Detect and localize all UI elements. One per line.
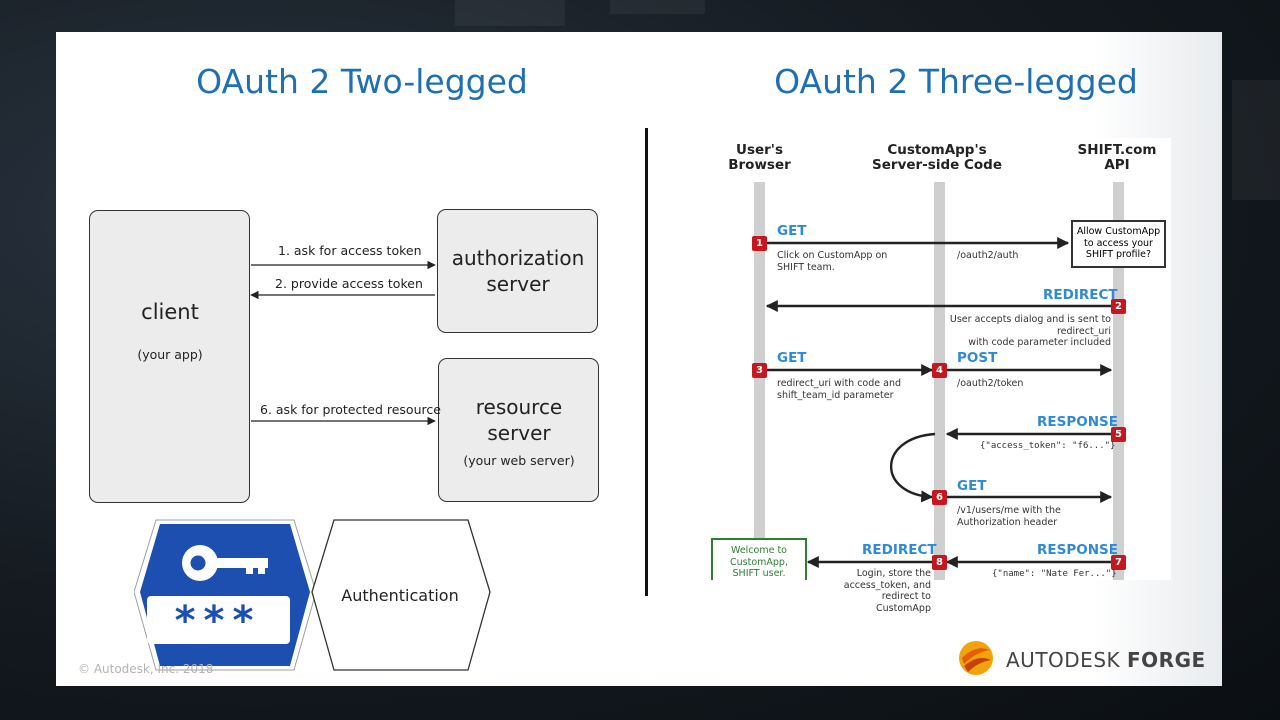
step3-verb: GET xyxy=(777,350,807,366)
step1-verb: GET xyxy=(777,223,807,239)
authorization-server-label-line1: authorization xyxy=(451,246,585,270)
three-legged-title: OAuth 2 Three-legged xyxy=(774,62,1138,101)
arrow-label-provide-token: 2. provide access token xyxy=(275,276,423,291)
password-mask-icon: *** xyxy=(175,598,262,644)
step2-verb: REDIRECT xyxy=(1043,287,1118,303)
authorization-server-box xyxy=(437,209,598,333)
step8-verb: REDIRECT xyxy=(862,542,937,558)
step-badge-5: 5 xyxy=(1111,427,1126,442)
brand-wordmark: AUTODESK FORGE xyxy=(1006,648,1206,672)
resource-server-sub-label: (your web server) xyxy=(463,453,575,468)
step4-verb: POST xyxy=(957,350,998,366)
key-icon xyxy=(182,545,268,581)
step5-body: {"access_token": "f6..."} xyxy=(980,441,1116,451)
allow-dialog-text: Allow CustomApp to access your SHIFT pro… xyxy=(1074,226,1163,261)
client-box xyxy=(89,210,250,503)
authorization-server-label-line2: server xyxy=(486,272,550,296)
copyright: © Autodesk, Inc. 2018 xyxy=(78,662,214,676)
three-legged-sequence-diagram: User's Browser CustomApp's Server-side C… xyxy=(707,138,1171,614)
step-badge-4: 4 xyxy=(932,363,947,378)
lifeline-server xyxy=(934,182,945,580)
background-shard xyxy=(455,0,565,26)
client-label: client xyxy=(141,300,199,324)
step1-note: Click on CustomApp on SHIFT team. xyxy=(777,250,888,273)
background-shard xyxy=(610,0,705,14)
password-field-icon xyxy=(147,596,290,644)
step7-verb: RESPONSE xyxy=(1037,542,1118,558)
resource-server-box xyxy=(438,358,599,502)
lifeline-api xyxy=(1113,182,1124,580)
step-badge-6: 6 xyxy=(932,490,947,505)
step8-note: Login, store the access_token, and redir… xyxy=(843,568,931,614)
background-shard xyxy=(1232,80,1280,200)
key-hexagon-fill xyxy=(140,524,310,666)
loop-arrow xyxy=(889,432,936,503)
brand-prefix: AUTODESK xyxy=(1006,648,1121,672)
step3-note: redirect_uri with code and shift_team_id… xyxy=(777,378,902,401)
section-divider xyxy=(645,128,648,596)
step-badge-7: 7 xyxy=(1111,555,1126,570)
authentication-label: Authentication xyxy=(341,586,459,605)
step2-note: User accepts dialog and is sent to redir… xyxy=(949,314,1111,348)
arrow-label-ask-token: 1. ask for access token xyxy=(278,243,422,258)
resource-server-label-line2: server xyxy=(487,421,551,445)
step-badge-1: 1 xyxy=(752,236,767,251)
hexagon-group: *** xyxy=(134,519,491,671)
arrow-label-protected-resource: 6. ask for protected resource xyxy=(260,402,441,417)
autodesk-forge-logo-icon xyxy=(959,641,993,675)
brand-suffix: FORGE xyxy=(1127,648,1206,672)
step-badge-3: 3 xyxy=(752,363,767,378)
client-sub-label: (your app) xyxy=(137,347,203,362)
two-legged-title: OAuth 2 Two-legged xyxy=(196,62,528,101)
lane-header-browser: User's Browser xyxy=(728,142,791,173)
lane-header-api: SHIFT.com API xyxy=(1077,142,1157,173)
step6-note: /v1/users/me with the Authorization head… xyxy=(957,505,1061,528)
step5-verb: RESPONSE xyxy=(1037,414,1118,430)
step1-path: /oauth2/auth xyxy=(957,250,1019,261)
lifeline-browser xyxy=(754,182,765,580)
step4-path: /oauth2/token xyxy=(957,378,1024,389)
slide: OAuth 2 Two-legged OAuth 2 Three-legged … xyxy=(56,32,1222,686)
two-legged-arrows xyxy=(250,260,436,426)
step7-body: {"name": "Nate Fer..."} xyxy=(992,569,1117,579)
lane-header-server: CustomApp's Server-side Code xyxy=(872,142,1002,173)
step-badge-2: 2 xyxy=(1111,299,1126,314)
step-badge-8: 8 xyxy=(932,555,947,570)
resource-server-label-line1: resource xyxy=(475,395,563,419)
authentication-hexagon xyxy=(311,519,491,671)
welcome-text: Welcome to CustomApp, SHIFT user. xyxy=(715,545,803,580)
step6-verb: GET xyxy=(957,478,987,494)
